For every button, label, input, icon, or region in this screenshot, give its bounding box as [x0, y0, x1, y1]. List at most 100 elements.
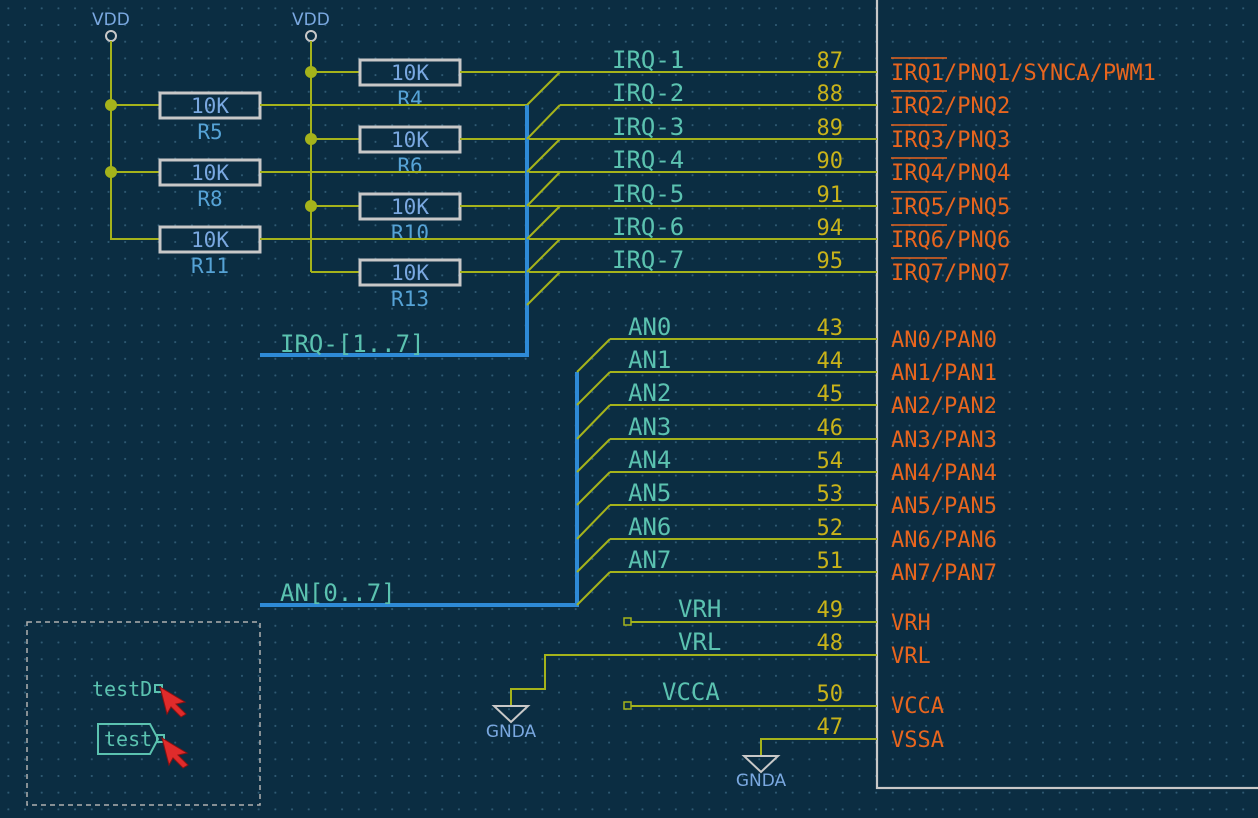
- an-bus-entries: [576, 338, 611, 606]
- hier-label-text: testD: [92, 677, 152, 701]
- irq-bus-label[interactable]: IRQ-[1..7]: [280, 330, 425, 358]
- ic-pin-44[interactable]: 44 AN1/PAN1: [817, 349, 997, 386]
- pin-number: 90: [817, 149, 844, 174]
- net-label-irq-6[interactable]: IRQ-6: [612, 213, 684, 241]
- gnda-symbol-1[interactable]: GNDA: [486, 705, 537, 742]
- vdd-pin-circle: [105, 30, 117, 42]
- net-label-irq-2[interactable]: IRQ-2: [612, 79, 684, 107]
- pin-name: AN3/PAN3: [891, 428, 997, 453]
- pin-name: IRQ2/PNQ2: [891, 94, 1010, 119]
- no-connect-marker: [623, 617, 632, 626]
- pin-name: AN4/PAN4: [891, 461, 997, 486]
- net-label-an1[interactable]: AN1: [628, 346, 671, 374]
- ic-pin-53[interactable]: 53 AN5/PAN5: [817, 482, 997, 519]
- pin-name: VSSA: [891, 728, 944, 753]
- net-label-irq-4[interactable]: IRQ-4: [612, 146, 684, 174]
- ic-pin-52[interactable]: 52 AN6/PAN6: [817, 516, 997, 553]
- net-label-vcca[interactable]: VCCA: [662, 678, 720, 706]
- irq-bus[interactable]: [260, 105, 529, 357]
- pin-name: AN2/PAN2: [891, 394, 997, 419]
- hier-label-test[interactable]: test: [97, 723, 165, 755]
- an-net-wires[interactable]: [610, 338, 777, 573]
- pin-number: 51: [817, 549, 844, 574]
- resistor-value: 10K: [191, 94, 229, 118]
- net-label-an2[interactable]: AN2: [628, 379, 671, 407]
- pin-number: 48: [817, 631, 844, 656]
- resistor-r11[interactable]: 10K R11: [158, 225, 262, 278]
- an-bus-label[interactable]: AN[0..7]: [280, 579, 396, 607]
- net-label-an4[interactable]: AN4: [628, 446, 671, 474]
- gnda-label: GNDA: [486, 722, 537, 742]
- pin-name: AN0/PAN0: [891, 328, 997, 353]
- hier-label-pin-marker: [156, 734, 165, 743]
- net-label-irq-1[interactable]: IRQ-1: [612, 46, 684, 74]
- ic-pin-95[interactable]: 95 IRQ7/PNQ7: [817, 249, 1011, 286]
- selection-box[interactable]: [26, 621, 261, 806]
- ic-pin-49[interactable]: 49 VRH: [817, 598, 931, 636]
- ic-pin-88[interactable]: 88 IRQ2/PNQ2: [817, 82, 1011, 119]
- pin-number: 89: [817, 116, 844, 141]
- wire[interactable]: [510, 654, 777, 706]
- resistor-r4[interactable]: 10K R4: [358, 58, 462, 111]
- vdd-power-symbol-1[interactable]: VDD: [92, 10, 130, 42]
- resistor-reference: R5: [197, 120, 222, 144]
- net-label-irq-7[interactable]: IRQ-7: [612, 246, 684, 274]
- ic-pin-90[interactable]: 90 IRQ4/PNQ4: [817, 149, 1011, 186]
- net-label-irq-5[interactable]: IRQ-5: [612, 180, 684, 208]
- vdd-power-symbol-2[interactable]: VDD: [292, 10, 330, 42]
- pin-name: IRQ7/PNQ7: [891, 261, 1010, 286]
- hier-label-shape: [97, 723, 160, 755]
- vdd-label: VDD: [292, 10, 330, 30]
- resistor-r13[interactable]: 10K R13: [358, 258, 462, 311]
- ic-pin-46[interactable]: 46 AN3/PAN3: [817, 416, 997, 453]
- gnda-symbol-2[interactable]: GNDA: [736, 755, 787, 791]
- net-label-an5[interactable]: AN5: [628, 479, 671, 507]
- ic-pin-54[interactable]: 54 AN4/PAN4: [817, 449, 997, 486]
- ic-pin-89[interactable]: 89 IRQ3/PNQ3: [817, 116, 1011, 153]
- ic-pin-51[interactable]: 51 AN7/PAN7: [817, 549, 997, 586]
- hier-label-text: test: [104, 727, 152, 751]
- resistor-r8[interactable]: 10K R8: [158, 158, 262, 211]
- ic-pin-45[interactable]: 45 AN2/PAN2: [817, 382, 997, 419]
- ic-pin-lines: [777, 71, 877, 740]
- net-label-vrh[interactable]: VRH: [678, 595, 721, 623]
- gnda-label: GNDA: [736, 771, 787, 791]
- net-label-an3[interactable]: AN3: [628, 413, 671, 441]
- ic-pin-50[interactable]: 50 VCCA: [817, 682, 944, 719]
- pin-name: IRQ4/PNQ4: [891, 161, 1010, 186]
- resistor-reference: R10: [391, 221, 429, 245]
- resistor-reference: R13: [391, 287, 429, 311]
- resistor-value: 10K: [391, 128, 429, 152]
- ic-body[interactable]: [875, 0, 1258, 790]
- net-label-irq-3[interactable]: IRQ-3: [612, 113, 684, 141]
- pin-name: IRQ5/PNQ5: [891, 195, 1010, 220]
- ground-icon: [741, 755, 781, 774]
- pin-number: 49: [817, 598, 844, 623]
- resistor-r10[interactable]: 10K R10: [358, 192, 462, 245]
- resistor-r5[interactable]: 10K R5: [158, 91, 262, 144]
- ic-pin-48[interactable]: 48 VRL: [817, 631, 931, 669]
- pin-number: 87: [817, 49, 844, 74]
- irq-bus-entries: [526, 71, 561, 306]
- irq-net-wires[interactable]: [560, 71, 777, 273]
- pin-number: 50: [817, 682, 844, 707]
- hier-label-testd[interactable]: testD: [92, 677, 163, 701]
- pin-name: IRQ3/PNQ3: [891, 128, 1010, 153]
- pin-number: 91: [817, 183, 844, 208]
- pin-name: IRQ1/PNQ1/SYNCA/PWM1: [891, 61, 1156, 86]
- net-label-an0[interactable]: AN0: [628, 313, 671, 341]
- vdd-label: VDD: [92, 10, 130, 30]
- ic-pin-91[interactable]: 91 IRQ5/PNQ5: [817, 183, 1011, 220]
- ic-pin-43[interactable]: 43 AN0/PAN0: [817, 316, 997, 353]
- ic-pin-47[interactable]: 47 VSSA: [817, 715, 944, 753]
- wire[interactable]: [760, 738, 777, 756]
- pin-name: AN1/PAN1: [891, 361, 997, 386]
- resistor-r6[interactable]: 10K R6: [358, 125, 462, 178]
- net-label-an6[interactable]: AN6: [628, 513, 671, 541]
- ic-pin-87[interactable]: 87 IRQ1/PNQ1/SYNCA/PWM1: [817, 49, 1156, 86]
- net-label-an7[interactable]: AN7: [628, 546, 671, 574]
- net-label-vrl[interactable]: VRL: [678, 628, 721, 656]
- an-bus[interactable]: [260, 372, 579, 607]
- ic-pin-94[interactable]: 94 IRQ6/PNQ6: [817, 216, 1011, 253]
